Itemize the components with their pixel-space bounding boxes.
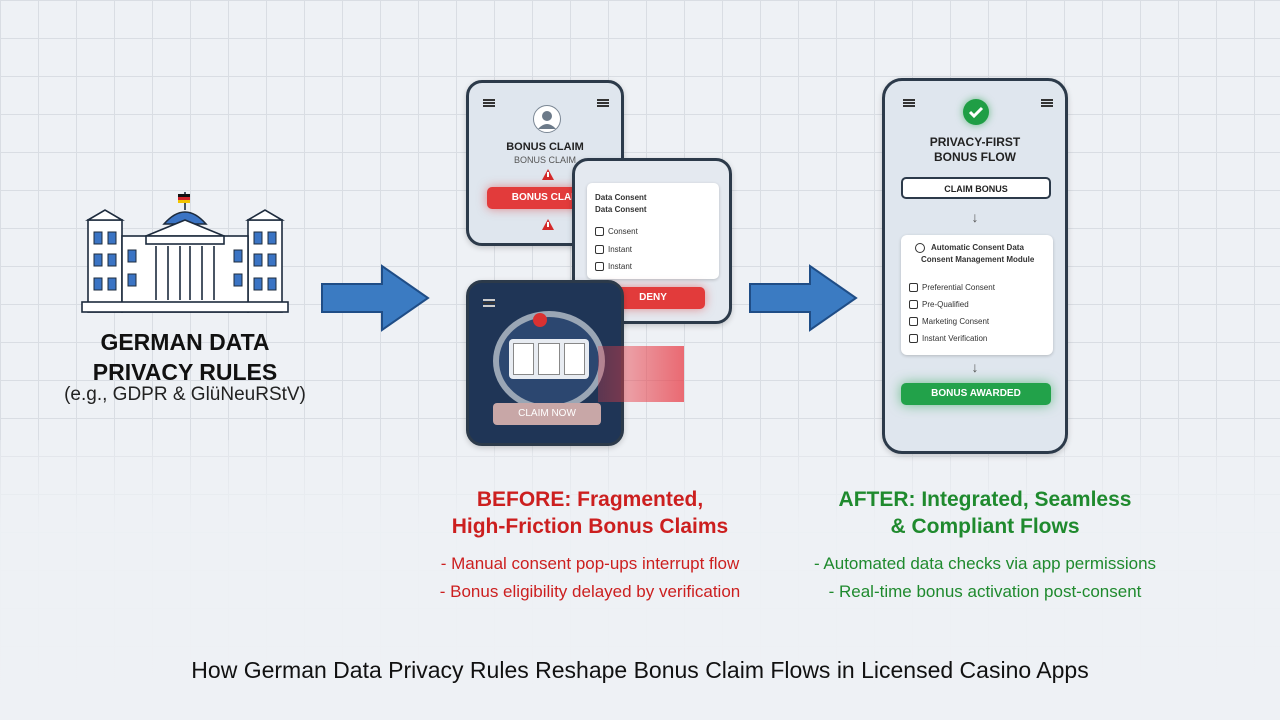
before-title: BEFORE: Fragmented, High-Friction Bonus …	[380, 486, 800, 540]
heading-line2: BONUS FLOW	[934, 150, 1016, 164]
radio-icon[interactable]	[915, 243, 925, 253]
checkmark-icon	[963, 99, 989, 125]
checkbox[interactable]	[909, 300, 918, 309]
heart-icon	[533, 313, 547, 327]
error-glitch-overlay	[598, 346, 684, 402]
after-bullet: - Real-time bonus activation post-consen…	[828, 582, 1142, 601]
background-fade	[0, 440, 1280, 720]
privacy-first-heading: PRIVACY-FIRST BONUS FLOW	[885, 135, 1065, 165]
consent-module-card: Automatic Consent Data Consent Managemen…	[901, 235, 1053, 355]
before-bullet: - Manual consent pop-ups interrupt flow	[440, 554, 740, 573]
after-bullet: - Automated data checks via app permissi…	[813, 554, 1157, 573]
reichstag-building-icon	[80, 190, 290, 315]
menu-icon[interactable]	[903, 99, 915, 107]
consent-option[interactable]: Consent	[595, 227, 638, 236]
before-casino-phone: CLAIM NOW	[466, 280, 624, 446]
checkbox[interactable]	[595, 262, 604, 271]
consent-option[interactable]: Instant	[595, 262, 632, 271]
after-title: AFTER: Integrated, Seamless & Compliant …	[770, 486, 1200, 540]
module-option[interactable]: Marketing Consent	[909, 317, 989, 326]
before-bullets: - Manual consent pop-ups interrupt flow …	[380, 550, 800, 606]
module-option[interactable]: Instant Verification	[909, 334, 987, 343]
module-option[interactable]: Pre-Qualified	[909, 300, 969, 309]
menu-icon[interactable]	[483, 299, 495, 307]
module-title-line2: Consent Management Module	[921, 255, 1035, 264]
bonus-claim-subheading: BONUS CLAIM	[513, 155, 576, 165]
consent-option[interactable]: Instant	[595, 245, 632, 254]
arrow-right-icon	[320, 264, 432, 332]
claim-bonus-button[interactable]: CLAIM BONUS	[901, 177, 1051, 199]
before-bullet: - Bonus eligibility delayed by verificat…	[439, 582, 741, 601]
module-option[interactable]: Preferential Consent	[909, 283, 995, 292]
avatar-icon	[533, 105, 561, 133]
menu-icon[interactable]	[597, 99, 609, 107]
privacy-rules-title: GERMAN DATA PRIVACY RULES	[40, 327, 330, 387]
checkbox[interactable]	[909, 283, 918, 292]
privacy-title-line1: GERMAN DATA	[100, 329, 270, 355]
down-arrow-icon: ↓	[971, 209, 979, 225]
warning-icon	[542, 169, 554, 180]
after-title-line2: & Compliant Flows	[890, 515, 1080, 538]
checkbox[interactable]	[909, 317, 918, 326]
checkbox[interactable]	[909, 334, 918, 343]
checkbox[interactable]	[595, 245, 604, 254]
module-title-line1: Automatic Consent Data	[931, 243, 1024, 252]
privacy-rules-subtitle: (e.g., GDPR & GlüNeuRStV)	[64, 384, 306, 405]
deny-button[interactable]: DENY	[601, 287, 705, 309]
after-section: AFTER: Integrated, Seamless & Compliant …	[770, 486, 1200, 606]
warning-icon	[542, 219, 554, 230]
after-title-line1: AFTER: Integrated, Seamless	[838, 488, 1132, 511]
down-arrow-icon: ↓	[971, 359, 979, 375]
bonus-claim-heading: BONUS CLAIM	[506, 141, 584, 153]
heading-line1: PRIVACY-FIRST	[929, 135, 1021, 149]
claim-now-button[interactable]: CLAIM NOW	[493, 403, 601, 425]
slot-reels	[509, 339, 589, 379]
bonus-awarded-button[interactable]: BONUS AWARDED	[901, 383, 1051, 405]
settings-icon[interactable]	[1041, 99, 1053, 107]
consent-title-line2: Data Consent	[595, 205, 647, 214]
before-title-line2: High-Friction Bonus Claims	[451, 515, 729, 538]
after-bullets: - Automated data checks via app permissi…	[770, 550, 1200, 606]
checkbox[interactable]	[595, 227, 604, 236]
consent-popup: Data Consent Data Consent Consent Instan…	[587, 183, 719, 279]
before-section: BEFORE: Fragmented, High-Friction Bonus …	[380, 486, 800, 606]
after-privacy-first-phone: PRIVACY-FIRST BONUS FLOW CLAIM BONUS ↓ A…	[882, 78, 1068, 454]
arrow-right-icon	[748, 264, 860, 332]
consent-title-line1: Data Consent	[595, 193, 647, 202]
before-title-line1: BEFORE: Fragmented,	[476, 488, 704, 511]
page-caption: How German Data Privacy Rules Reshape Bo…	[191, 657, 1089, 683]
privacy-title-line2: PRIVACY RULES	[92, 359, 278, 385]
menu-icon[interactable]	[483, 99, 495, 107]
